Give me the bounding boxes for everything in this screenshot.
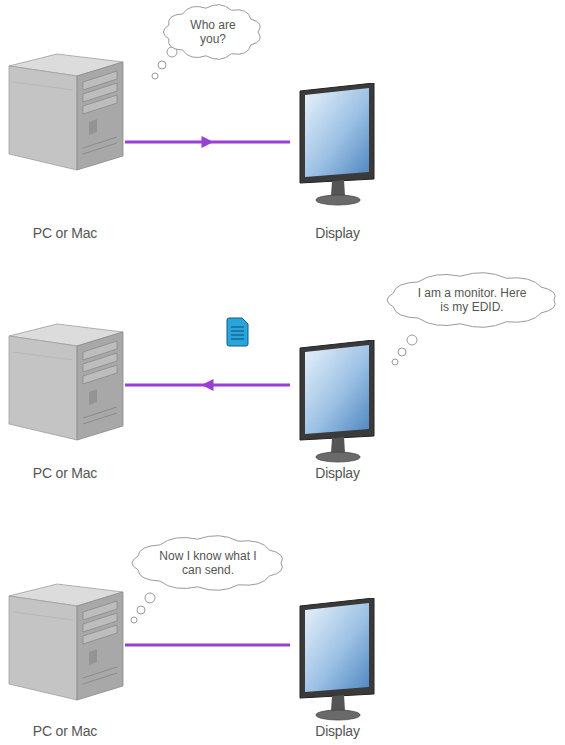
bubble-text-group: Who are you? [182, 18, 244, 46]
thought-bubble: Now I know what I can send. [133, 537, 283, 589]
device-node: PC or Mac [5, 52, 125, 242]
bubble-text: Now I know what I can send. [156, 549, 260, 577]
bubble-text-group: Now I know what I can send. [156, 549, 260, 577]
computer-tower [9, 54, 123, 170]
bubble-text: I am a monitor. Here is my EDID. [413, 286, 531, 314]
bubble-text: Who are you? [182, 18, 244, 46]
device-node: PC or Mac [5, 322, 125, 482]
device-label: PC or Mac [5, 723, 125, 740]
device-label: PC or Mac [5, 225, 125, 242]
device-label: PC or Mac [5, 465, 125, 482]
monitor [300, 598, 374, 720]
device-node: PC or Mac [5, 582, 125, 740]
bubble-text-group: I am a monitor. Here is my EDID. [413, 286, 531, 314]
device-label: Display [290, 723, 385, 740]
device-node: Display [290, 596, 385, 740]
thought-trail [152, 47, 177, 79]
document-icon [227, 318, 248, 346]
signal-line [125, 645, 290, 646]
monitor [300, 83, 374, 205]
computer-tower [9, 584, 123, 700]
thought-bubble: Who are you? [165, 6, 260, 58]
computer-tower [9, 324, 123, 440]
thought-bubble: I am a monitor. Here is my EDID. [388, 274, 556, 326]
thought-trail [392, 335, 417, 365]
device-node: Display [290, 80, 385, 242]
thought-trail [131, 593, 155, 623]
signal-line [125, 379, 290, 391]
device-label: Display [290, 225, 385, 242]
signal-line [125, 136, 290, 148]
device-node: Display [290, 338, 385, 482]
monitor [300, 340, 374, 462]
device-label: Display [290, 465, 385, 482]
